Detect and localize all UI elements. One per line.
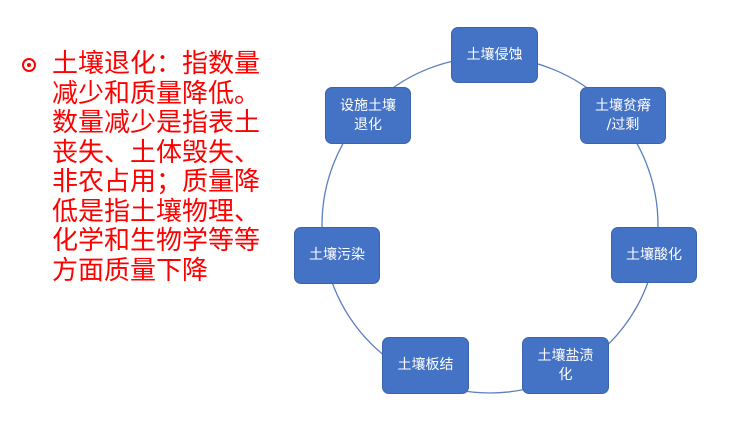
node-soil-depletion: 土壤贫瘠 /过剩	[580, 87, 666, 144]
node-soil-erosion: 土壤侵蚀	[451, 27, 538, 83]
definition-text: 土壤退化：指数量减少和质量降低。数量减少是指表土丧失、土体毁失、非农占用；质量降…	[52, 49, 261, 286]
node-soil-acidification: 土壤酸化	[611, 227, 697, 283]
bullet-point: 土壤退化：指数量减少和质量降低。数量减少是指表土丧失、土体毁失、非农占用；质量降…	[20, 49, 270, 286]
circle-bullet-icon	[22, 58, 36, 72]
node-soil-compaction: 土壤板结	[382, 337, 469, 394]
node-soil-pollution: 土壤污染	[294, 227, 380, 284]
node-soil-salinization: 土壤盐渍 化	[522, 337, 609, 394]
node-facility-soil-degradation: 设施土壤 退化	[325, 87, 411, 144]
